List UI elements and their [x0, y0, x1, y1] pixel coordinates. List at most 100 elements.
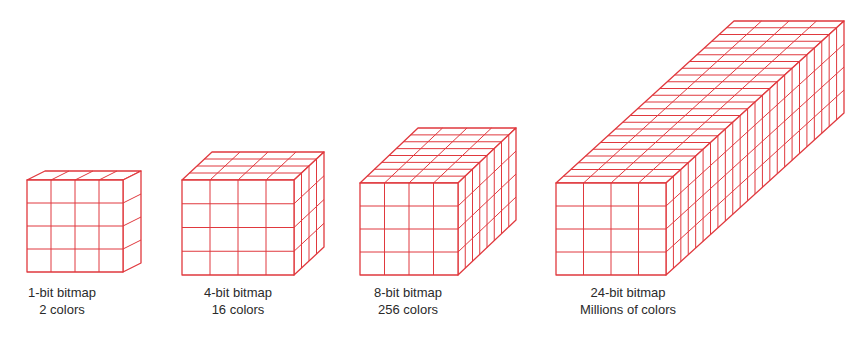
grid-line [704, 48, 814, 49]
grid-line [27, 226, 123, 227]
grid-line [301, 173, 302, 268]
grid-line [472, 169, 473, 261]
grid-line [584, 21, 762, 183]
grid-line [367, 176, 465, 177]
grid-line [725, 129, 726, 221]
cube-face [556, 183, 666, 275]
grid-line [717, 136, 718, 228]
caption-label: 16 colors [212, 302, 265, 318]
grid-line [660, 88, 770, 89]
grid-line [638, 108, 748, 109]
grid-line [465, 176, 466, 268]
grid-line [123, 240, 141, 249]
caption-label: Millions of colors [580, 302, 676, 318]
grid-line [396, 148, 494, 149]
cube-face [27, 171, 141, 180]
grid-line [792, 68, 793, 160]
grid-line [829, 35, 830, 127]
grid-line [389, 155, 487, 156]
grid-line [814, 48, 815, 140]
cube-face [27, 180, 123, 272]
cube-face [294, 152, 324, 275]
grid-line [630, 115, 740, 116]
caption-label: 1-bit bitmap [28, 285, 96, 301]
grid-line [123, 194, 141, 203]
grid-line [27, 249, 123, 250]
bitmap-cube [182, 152, 324, 275]
grid-line [682, 68, 792, 69]
grid-line [719, 34, 829, 35]
caption-label: 2 colors [39, 302, 85, 318]
grid-line [645, 102, 755, 103]
grid-line [740, 116, 741, 208]
grid-line [578, 162, 688, 163]
grid-line [652, 95, 762, 96]
grid-line [732, 122, 733, 214]
bitmap-cube [556, 21, 844, 275]
grid-line [712, 41, 822, 42]
grid-line [727, 27, 837, 28]
grid-line [556, 229, 666, 230]
grid-line [666, 44, 844, 206]
grid-line [836, 28, 837, 120]
grid-line [666, 67, 844, 229]
caption-label: 4-bit bitmap [204, 285, 272, 301]
grid-line [182, 251, 294, 252]
grid-line [205, 159, 317, 160]
grid-line [623, 122, 733, 123]
grid-line [784, 75, 785, 167]
cube-face [458, 128, 516, 275]
caption-label: 256 colors [378, 302, 438, 318]
grid-line [508, 135, 509, 227]
grid-line [690, 61, 800, 62]
grid-line [769, 89, 770, 181]
grid-line [666, 90, 844, 252]
grid-line [316, 159, 317, 254]
grid-line [762, 95, 763, 187]
grid-line [404, 141, 502, 142]
grid-line [615, 129, 725, 130]
grid-line [494, 149, 495, 241]
grid-line [99, 180, 100, 272]
grid-line [501, 142, 502, 234]
grid-line [309, 166, 310, 261]
grid-line [639, 21, 817, 183]
grid-line [556, 252, 666, 253]
grid-line [688, 163, 689, 255]
grid-line [747, 109, 748, 201]
grid-line [638, 183, 639, 275]
grid-line [586, 156, 696, 157]
grid-line [710, 143, 711, 235]
grid-line [680, 170, 681, 262]
grid-line [821, 41, 822, 133]
grid-line [266, 180, 267, 275]
cube-face [360, 183, 458, 275]
bitmap-cube [27, 171, 141, 272]
grid-line [51, 171, 69, 180]
grid-line [703, 149, 704, 241]
grid-line [487, 156, 488, 248]
grid-line [799, 62, 800, 154]
grid-line [360, 252, 458, 253]
grid-line [593, 149, 703, 150]
grid-line [806, 55, 807, 147]
grid-line [673, 176, 674, 268]
grid-line [75, 171, 93, 180]
caption-label: 24-bit bitmap [590, 285, 665, 301]
bitmap-cube [360, 128, 516, 275]
cube-face [123, 171, 141, 272]
grid-line [382, 162, 480, 163]
grid-line [197, 166, 309, 167]
grid-line [777, 82, 778, 174]
grid-line [563, 176, 673, 177]
grid-line [123, 217, 141, 226]
grid-line [182, 227, 294, 228]
grid-line [433, 183, 434, 275]
grid-line [360, 229, 458, 230]
grid-line [608, 135, 718, 136]
grid-line [375, 169, 473, 170]
grid-line [675, 75, 785, 76]
grid-line [479, 162, 480, 254]
grid-line [571, 169, 681, 170]
